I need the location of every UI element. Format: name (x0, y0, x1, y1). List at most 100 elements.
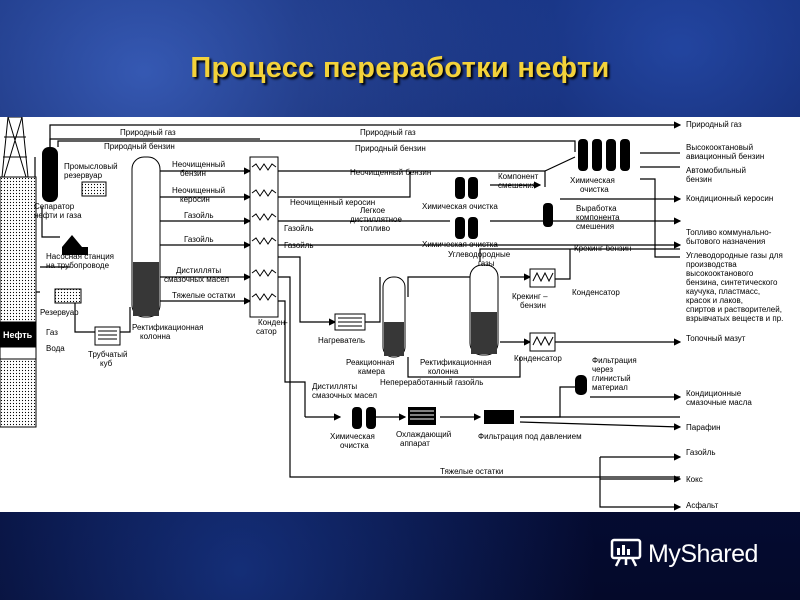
output-label: Автомобильный (686, 166, 746, 175)
col-label: Неочищенный (172, 160, 225, 169)
heater-label: Нагреватель (318, 336, 365, 345)
well-gas-label: Газ (46, 328, 58, 337)
lube-label: смазочных масел (312, 391, 377, 400)
cracking-label: Крекинг – (512, 292, 548, 301)
line-label: Непереработанный газойль (380, 378, 483, 387)
clay-label: через (592, 365, 613, 374)
tube-furnace (94, 326, 121, 346)
output-label: авиационный бензин (686, 152, 764, 161)
page-title: Процесс переработки нефти (190, 52, 610, 84)
blend-label: Компонент (498, 172, 539, 181)
field-tank-label-1: Промысловый (64, 162, 118, 171)
output-label: Природный газ (686, 120, 742, 129)
condenser-label-2: сатор (256, 327, 277, 336)
col-label: Неочищенный (172, 186, 225, 195)
cooling-label: Охлаждающий (396, 430, 451, 439)
condenser2-label: Конденсатор (572, 288, 620, 297)
col-label: Газойль (184, 211, 214, 220)
output-label: Кондиционные (686, 389, 742, 398)
well-oil-label: Нефть (3, 330, 33, 340)
diagram-panel: Нефть Газ Вода Сепаратор нефти и газа Пр… (0, 116, 800, 512)
chem-cleaning-label: Химическая очистка (422, 240, 498, 249)
tube-furnace-label-1: Трубчатый (88, 350, 128, 359)
chem-cleaning-unit-1 (455, 177, 478, 199)
col-label: смазочных масел (164, 275, 229, 284)
line-label: Природный газ (360, 128, 416, 137)
output-label: каучука, пластмасс, (686, 287, 760, 296)
lube-label: Дистилляты (312, 382, 357, 391)
line-label: Газойль (284, 241, 314, 250)
line-label: Природный бензин (104, 142, 175, 151)
line-label: Легкое (360, 206, 386, 215)
output-label: взрывчатых веществ и пр. (686, 314, 783, 323)
tube-furnace-label-2: куб (100, 359, 113, 368)
line-label: Газойль (284, 224, 314, 233)
output-label: Кондиционный керосин (686, 194, 773, 203)
output-label: Парафин (686, 423, 721, 432)
output-label: производства (686, 260, 737, 269)
line-label: топливо (360, 224, 391, 233)
condenser-block (249, 156, 279, 318)
output-label: Газойль (686, 448, 716, 457)
output-label: спиртов и растворителей, (686, 305, 782, 314)
blend-prod-label: Выработка (576, 204, 617, 213)
chem-cleaning-label: Химическая очистка (422, 202, 498, 211)
output-label: Топочный мазут (686, 334, 746, 343)
output-label: бензин (686, 175, 712, 184)
well-water-label: Вода (46, 344, 65, 353)
chem-top-label: Химическая (570, 176, 615, 185)
output-label: Кокс (686, 475, 703, 484)
cooling-label: аппарат (400, 439, 430, 448)
output-label: Высокооктановый (686, 143, 753, 152)
reservoir-tank (54, 288, 82, 304)
clay-label: глинистый (592, 374, 631, 383)
reaction-label: Реакционная (346, 358, 395, 367)
cooling-apparatus (408, 407, 436, 425)
col-label: Газойль (184, 235, 214, 244)
cracking-label: бензин (520, 301, 546, 310)
reaction-label: камера (358, 367, 386, 376)
output-label: бытового назначения (686, 237, 765, 246)
gases-label: Углеводородные (448, 250, 511, 259)
col-label: Дистилляты (176, 266, 221, 275)
condenser-label-1: Конден- (258, 318, 288, 327)
col-label: керосин (180, 195, 210, 204)
condenser3-label: Конденсатор (514, 354, 562, 363)
field-tank (81, 181, 107, 197)
reservoir-label: Резервуар (40, 308, 79, 317)
output-label: смазочные масла (686, 398, 752, 407)
pump-station-label-2: на трубопроводе (46, 261, 110, 270)
blend-prod-label: смешения (576, 222, 614, 231)
line-label: Природный бензин (355, 144, 426, 153)
watermark-logo: MyShared (648, 540, 758, 568)
blend-prod-label: компонента (576, 213, 620, 222)
field-tank-label-2: резервуар (64, 171, 103, 180)
pump-station-label-1: Насосная станция (46, 252, 114, 261)
chem-cleaning-top-unit (578, 139, 630, 171)
separator-label-1: Сепаратор (34, 202, 75, 211)
outputs: Природный газ Высокооктановый авиационны… (686, 120, 783, 510)
chem3-label: очистка (340, 441, 369, 450)
output-label: бензина, синтетического (686, 278, 778, 287)
output-label: Углеводородные газы для (686, 251, 783, 260)
pressure-label: Фильтрация под давлением (478, 432, 582, 441)
output-label: красок и лаков, (686, 296, 743, 305)
rect2-label: Ректификационная (420, 358, 491, 367)
line-label: Крекинг-бензин (574, 244, 631, 253)
line-label: Природный газ (120, 128, 176, 137)
chem-top-label: очистка (580, 185, 609, 194)
gases-label: газы (478, 259, 495, 268)
col-label: бензин (180, 169, 206, 178)
blend-vessel (543, 203, 553, 227)
oil-derrick (0, 116, 37, 428)
chem3-label: Химическая (330, 432, 375, 441)
rect-column-label-1: Ректификационная (132, 323, 203, 332)
line-label: Тяжелые остатки (440, 467, 503, 476)
rect-column-label-2: колонна (140, 332, 171, 341)
pressure-filter (484, 410, 514, 424)
clay-label: материал (592, 383, 628, 392)
line-label: Неочищенный бензин (350, 168, 431, 177)
blend-label: смешения (498, 181, 536, 190)
chem-cleaning-unit-2 (455, 217, 478, 239)
clay-filter (575, 375, 587, 395)
